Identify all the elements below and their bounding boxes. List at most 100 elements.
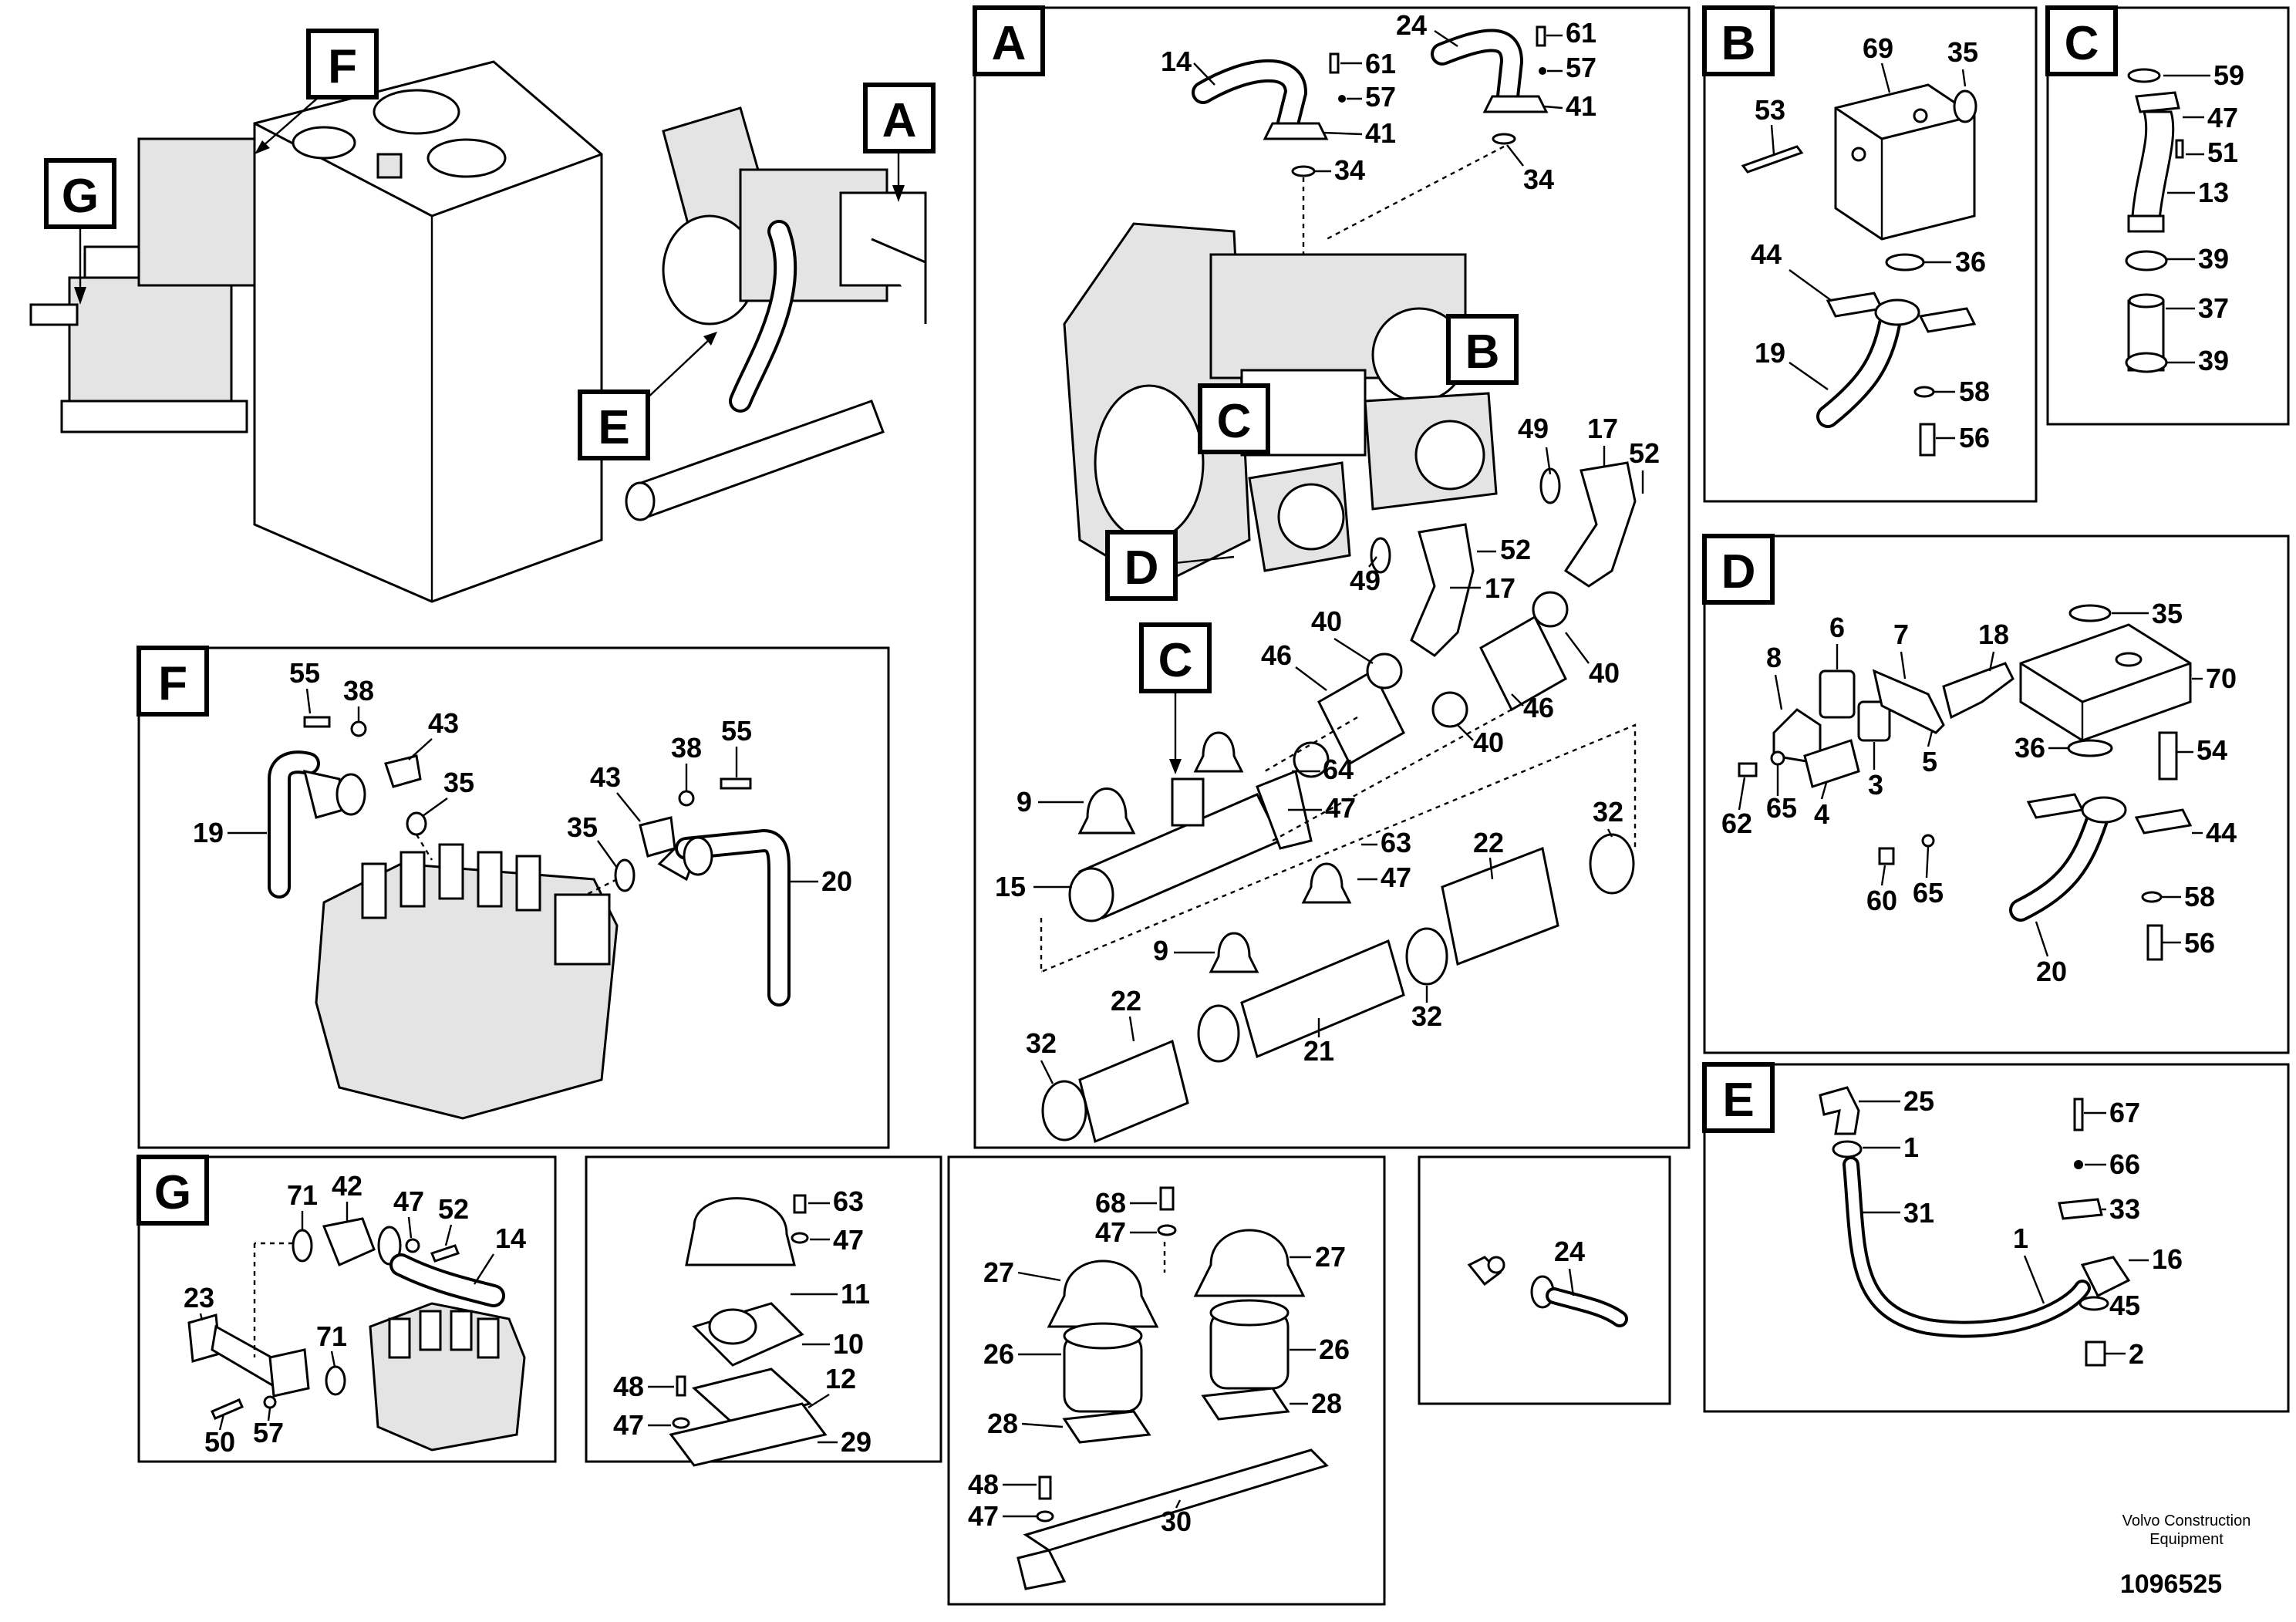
label-32: 32 <box>1593 796 1623 828</box>
overview-tag-f: F <box>255 29 379 154</box>
label-17: 17 <box>1587 413 1618 444</box>
hose-46-left-illustration <box>1293 653 1405 778</box>
label-40-c: 40 <box>1473 727 1504 758</box>
label-60: 60 <box>1866 885 1897 916</box>
label-6: 6 <box>1829 612 1845 643</box>
label-38: 38 <box>343 675 374 706</box>
pipe-15-illustration <box>1068 731 1313 922</box>
panel-a-labels: 14 61 57 41 24 61 57 41 34 34 49 17 52 <box>995 9 1660 1084</box>
panel-g: G 71 42 47 52 <box>137 1155 557 1463</box>
label-63: 63 <box>1381 827 1411 858</box>
panel-a-subtag-c-lower: C <box>1139 622 1212 774</box>
label-61-b: 61 <box>1566 17 1596 49</box>
panel-f-tag: F <box>158 657 187 710</box>
panel-c-illustration <box>2125 68 2184 373</box>
label-26-b: 26 <box>1319 1334 1350 1365</box>
label-20: 20 <box>2036 956 2067 987</box>
label-47-h: 47 <box>968 1500 999 1532</box>
label-71: 71 <box>287 1179 318 1211</box>
label-54: 54 <box>2197 734 2227 766</box>
label-4: 4 <box>1814 798 1829 830</box>
label-61: 61 <box>1365 48 1396 79</box>
label-24-b: 24 <box>1554 1236 1585 1267</box>
label-36-b: 36 <box>2014 732 2045 764</box>
overview-tag-e: E <box>578 332 717 460</box>
overview-tag-g-text: G <box>62 170 99 223</box>
label-41-b: 41 <box>1566 90 1596 122</box>
label-10: 10 <box>833 1328 864 1360</box>
label-47-g: 47 <box>1095 1216 1126 1248</box>
pump-unit-illustration <box>1063 222 1498 588</box>
panel-h-labels: 63 47 11 10 48 12 47 29 <box>613 1185 872 1458</box>
label-34: 34 <box>1334 154 1365 186</box>
panel-i-illustration <box>1017 1186 1329 1590</box>
panel-b: B 69 35 53 44 36 19 <box>1702 5 2038 503</box>
label-47-b: 47 <box>1381 862 1411 893</box>
label-36: 36 <box>1955 246 1986 278</box>
label-38-b: 38 <box>671 732 702 764</box>
label-20-b: 20 <box>821 865 852 897</box>
label-14: 14 <box>1161 46 1192 77</box>
label-37: 37 <box>2198 292 2229 324</box>
label-66: 66 <box>2109 1148 2140 1180</box>
label-8: 8 <box>1766 642 1782 673</box>
label-23: 23 <box>184 1282 214 1313</box>
label-28-b: 28 <box>1311 1388 1342 1419</box>
label-48: 48 <box>613 1371 644 1402</box>
overview-tag-a: A <box>863 83 936 202</box>
overview-illustration: G F A E <box>29 29 936 603</box>
label-43: 43 <box>428 707 459 739</box>
label-39: 39 <box>2198 243 2229 275</box>
label-5: 5 <box>1922 746 1937 777</box>
label-56-b: 56 <box>2184 927 2215 959</box>
label-65: 65 <box>1766 792 1797 824</box>
panel-a-subtag-d-text: D <box>1124 541 1159 595</box>
label-7: 7 <box>1893 619 1909 650</box>
label-32-b: 32 <box>1411 1000 1442 1032</box>
label-58: 58 <box>1959 376 1990 407</box>
label-40: 40 <box>1311 605 1342 637</box>
label-62: 62 <box>1721 808 1752 839</box>
hydraulic-tank-overview <box>253 60 603 603</box>
label-31: 31 <box>1903 1197 1934 1229</box>
label-53: 53 <box>1755 94 1785 126</box>
hose-46-right-illustration <box>1431 591 1569 728</box>
label-52-c: 52 <box>438 1193 469 1225</box>
label-12: 12 <box>825 1363 856 1394</box>
panel-i-labels: 68 47 27 27 26 26 28 28 48 47 30 <box>968 1187 1350 1537</box>
label-55-b: 55 <box>721 715 752 747</box>
elbow-17-right-illustration <box>1539 461 1637 588</box>
panel-f-illustration <box>268 716 791 1120</box>
label-43-b: 43 <box>590 761 621 793</box>
panel-j: 24 <box>1418 1155 1671 1405</box>
label-65-b: 65 <box>1913 877 1944 909</box>
label-47-e: 47 <box>833 1224 864 1256</box>
label-1: 1 <box>1903 1131 1919 1163</box>
label-52-b: 52 <box>1500 534 1531 565</box>
panel-a-subtag-b: B <box>1446 314 1519 385</box>
label-22-b: 22 <box>1111 985 1141 1017</box>
overview-tag-e-text: E <box>598 401 629 454</box>
panel-f: F 55 <box>137 646 890 1149</box>
label-32-c: 32 <box>1026 1027 1057 1059</box>
label-25: 25 <box>1903 1085 1934 1117</box>
panel-f-labels: 55 38 43 19 35 43 38 55 35 20 <box>193 657 852 897</box>
panel-d: D 6 7 <box>1702 534 2290 1054</box>
panel-j-labels: 24 <box>1554 1236 1585 1297</box>
label-19: 19 <box>1755 337 1785 369</box>
panel-d-tag: D <box>1721 545 1756 599</box>
label-57-c: 57 <box>253 1417 284 1448</box>
label-28: 28 <box>987 1408 1018 1439</box>
overview-tag-g: G <box>44 158 116 305</box>
label-58-b: 58 <box>2184 881 2215 912</box>
label-1-b: 1 <box>2013 1222 2028 1254</box>
panel-e-illustration <box>1819 1086 2131 1367</box>
label-27-b: 27 <box>1315 1241 1346 1273</box>
label-49-b: 49 <box>1350 565 1381 596</box>
panel-c: C 59 47 51 13 39 37 39 <box>2045 5 2290 426</box>
label-18: 18 <box>1978 619 2009 650</box>
panel-b-labels: 69 35 53 44 36 19 58 56 <box>1751 32 1990 454</box>
panel-e-labels: 25 1 31 67 66 33 1 16 45 2 <box>1859 1085 2183 1370</box>
label-56: 56 <box>1959 422 1990 454</box>
panel-e: E 25 1 31 67 66 33 1 <box>1702 1062 2290 1413</box>
